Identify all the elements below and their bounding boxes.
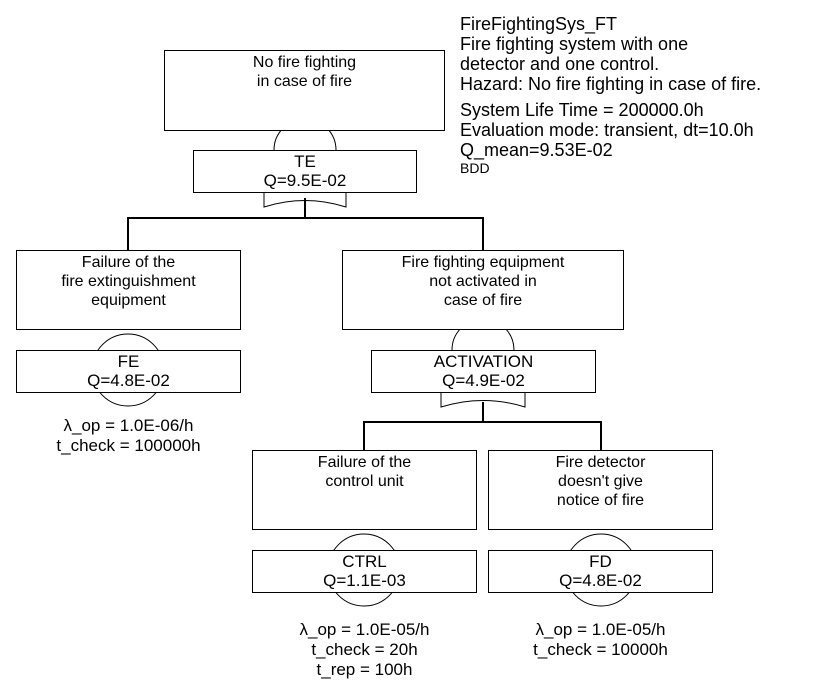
- tree-description-line: detector and one control.: [460, 54, 660, 74]
- fe-parameters: λ_op = 1.0E-06/h t_check = 100000h: [16, 416, 241, 456]
- tree-description-line: Hazard: No fire fighting in case of fire…: [460, 74, 762, 94]
- activation-description-line: Fire fighting equipment: [401, 254, 565, 271]
- fe-description-box[interactable]: Failure of the fire extinguishment equip…: [16, 250, 241, 330]
- activation-probability: Q=4.9E-02: [442, 371, 525, 390]
- ctrl-description-box[interactable]: Failure of the control unit: [252, 450, 477, 530]
- tree-info-panel: FireFightingSys_FT Fire fighting system …: [460, 14, 761, 176]
- q-mean: Q_mean=9.53E-02: [460, 140, 613, 160]
- tree-connectors: [127, 198, 602, 450]
- te-description-line: in case of fire: [256, 73, 353, 90]
- connector-activation-fd: [483, 421, 602, 450]
- fd-id-box[interactable]: FD Q=4.8E-02: [488, 550, 713, 593]
- te-id: TE: [294, 152, 316, 171]
- connector-activation-ctrl: [363, 402, 484, 450]
- system-life-time: System Life Time = 200000.0h: [460, 100, 704, 120]
- te-or-gate-symbol: [263, 192, 347, 208]
- evaluation-mode: Evaluation mode: transient, dt=10.0h: [460, 120, 754, 140]
- fd-description-line: Fire detector: [555, 454, 646, 471]
- connector-te-activation: [305, 217, 484, 250]
- fe-description-line: equipment: [91, 292, 166, 309]
- activation-description-box[interactable]: Fire fighting equipment not activated in…: [342, 250, 624, 330]
- fe-probability: Q=4.8E-02: [87, 371, 170, 390]
- fd-param-line: t_check = 10000h: [533, 640, 668, 659]
- ctrl-param-line: t_rep = 100h: [316, 660, 413, 679]
- fe-description-line: fire extinguishment: [61, 273, 196, 290]
- fd-parameters: λ_op = 1.0E-05/h t_check = 10000h: [488, 620, 713, 660]
- ctrl-probability: Q=1.1E-03: [323, 571, 406, 590]
- activation-id-box[interactable]: ACTIVATION Q=4.9E-02: [371, 350, 596, 393]
- fd-description-box[interactable]: Fire detector doesn't give notice of fir…: [488, 450, 713, 530]
- te-description-line: No fire fighting: [252, 54, 357, 71]
- ctrl-param-line: t_check = 20h: [311, 640, 418, 659]
- te-description-box[interactable]: No fire fighting in case of fire: [164, 50, 445, 131]
- activation-description-line: not activated in: [429, 273, 537, 290]
- fe-id-box[interactable]: FE Q=4.8E-02: [16, 350, 241, 393]
- fd-probability: Q=4.8E-02: [559, 571, 642, 590]
- fe-description-line: Failure of the: [81, 254, 176, 271]
- fe-param-line: λ_op = 1.0E-06/h: [63, 416, 194, 435]
- te-id-box[interactable]: TE Q=9.5E-02: [193, 150, 417, 193]
- activation-or-gate-symbol: [440, 392, 526, 408]
- ctrl-description-line: control unit: [325, 473, 404, 490]
- ctrl-id-box[interactable]: CTRL Q=1.1E-03: [252, 550, 477, 593]
- fe-param-line: t_check = 100000h: [56, 436, 201, 455]
- ctrl-param-line: λ_op = 1.0E-05/h: [299, 620, 430, 639]
- te-probability: Q=9.5E-02: [263, 171, 347, 190]
- fd-description-line: notice of fire: [556, 492, 645, 509]
- activation-id: ACTIVATION: [433, 352, 534, 371]
- fd-id: FD: [589, 552, 612, 571]
- fd-description-line: doesn't give: [558, 473, 643, 490]
- evaluation-method: BDD: [460, 160, 490, 176]
- ctrl-parameters: λ_op = 1.0E-05/h t_check = 20h t_rep = 1…: [252, 620, 477, 680]
- ctrl-description-line: Failure of the: [317, 454, 412, 471]
- fe-id: FE: [117, 352, 140, 371]
- tree-title: FireFightingSys_FT: [460, 14, 618, 34]
- activation-description-line: case of fire: [443, 292, 523, 309]
- tree-description-line: Fire fighting system with one: [460, 34, 689, 54]
- connector-te-fe: [127, 198, 306, 250]
- fd-param-line: λ_op = 1.0E-05/h: [535, 620, 666, 639]
- ctrl-id: CTRL: [342, 552, 387, 571]
